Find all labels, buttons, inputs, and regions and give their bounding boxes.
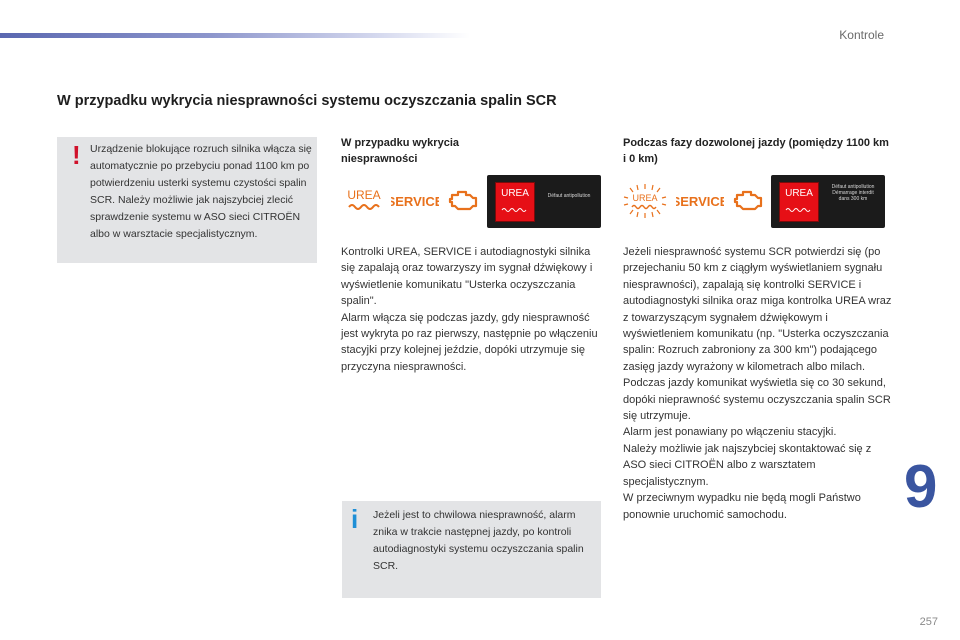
allowed-heading: Podczas fazy dozwolonej jazdy (pomiędzy … — [623, 137, 889, 165]
allowed-text: Jeżeli niesprawność systemu SCR potwierd… — [623, 246, 892, 521]
svg-text:UREA: UREA — [632, 193, 657, 203]
urea-flashing-indicator-icon: UREA — [623, 184, 667, 218]
fault-text: Kontrolki UREA, SERVICE i autodiagnostyk… — [341, 246, 598, 373]
service-indicator-icon: SERVICE — [676, 194, 724, 209]
page-title: W przypadku wykrycia niesprawności syste… — [57, 93, 557, 109]
info-box: i Jeżeli jest to chwilowa niesprawność, … — [342, 501, 601, 598]
wave-icon — [785, 208, 811, 212]
header-accent-bar — [0, 33, 470, 38]
exclamation-icon: ! — [72, 140, 81, 170]
engine-check-icon — [733, 190, 763, 211]
engine-check-icon — [448, 190, 478, 211]
urea-warning-display: UREA — [779, 182, 819, 222]
svg-text:SERVICE: SERVICE — [391, 194, 439, 209]
service-indicator-icon: SERVICE — [391, 194, 439, 209]
wave-icon — [501, 208, 527, 212]
svg-text:SERVICE: SERVICE — [676, 194, 724, 209]
fault-heading: W przypadku wykrycia niesprawności — [341, 137, 459, 165]
warning-text: Urządzenie blokujące rozruch silnika włą… — [90, 143, 312, 240]
info-icon: i — [351, 504, 359, 534]
section-label: Kontrole — [839, 28, 884, 42]
chapter-number: 9 — [904, 453, 938, 520]
page-number: 257 — [919, 616, 938, 628]
svg-text:UREA: UREA — [347, 188, 380, 202]
display-message: Défaut antipollution Démarrage interdit … — [831, 184, 875, 202]
display-screen-allowed: UREA Défaut antipollution Démarrage inte… — [771, 175, 885, 228]
urea-warning-display: UREA — [495, 182, 535, 222]
display-screen-fault: UREA Défaut antipollution — [487, 175, 601, 228]
display-message: Défaut antipollution — [547, 193, 591, 199]
warning-box: ! Urządzenie blokujące rozruch silnika w… — [57, 137, 317, 263]
urea-indicator-icon: UREA — [347, 188, 381, 210]
info-text: Jeżeli jest to chwilowa niesprawność, al… — [373, 509, 584, 572]
